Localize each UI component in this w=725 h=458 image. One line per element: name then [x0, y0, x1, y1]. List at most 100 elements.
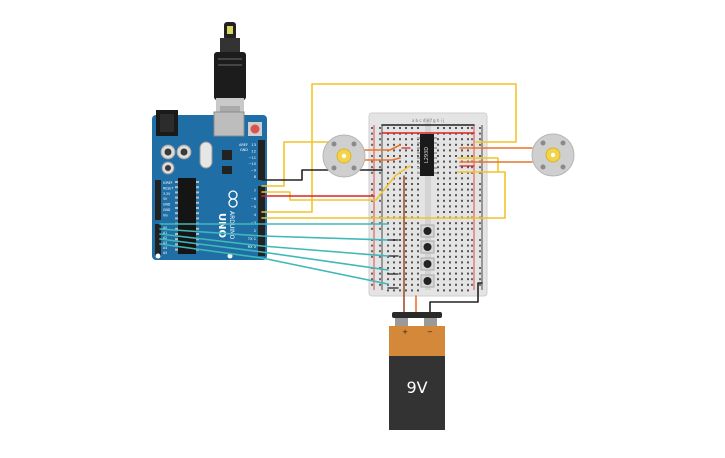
breadboard-hole[interactable]: [437, 255, 439, 258]
rail-hole[interactable]: [371, 244, 373, 247]
breadboard-hole[interactable]: [417, 289, 419, 292]
breadboard-hole[interactable]: [437, 239, 439, 241]
breadboard-hole[interactable]: [443, 255, 445, 258]
pushbutton-cap[interactable]: [423, 243, 432, 251]
breadboard-hole[interactable]: [437, 261, 439, 264]
breadboard-hole[interactable]: [417, 138, 419, 141]
breadboard-hole[interactable]: [461, 138, 463, 141]
breadboard-hole[interactable]: [399, 211, 401, 213]
breadboard-hole[interactable]: [443, 267, 445, 269]
breadboard-hole[interactable]: [443, 155, 445, 157]
breadboard-hole[interactable]: [417, 227, 419, 230]
breadboard-hole[interactable]: [467, 177, 469, 180]
breadboard-hole[interactable]: [399, 250, 401, 253]
breadboard-hole[interactable]: [461, 283, 463, 286]
breadboard-hole[interactable]: [387, 244, 389, 247]
rail-hole[interactable]: [379, 255, 381, 258]
breadboard-hole[interactable]: [443, 160, 445, 163]
rail-hole[interactable]: [471, 155, 473, 157]
rail-hole[interactable]: [479, 239, 481, 241]
breadboard-hole[interactable]: [393, 166, 395, 169]
breadboard-hole[interactable]: [417, 205, 419, 208]
breadboard-hole[interactable]: [455, 239, 457, 241]
rail-hole[interactable]: [479, 255, 481, 258]
breadboard-hole[interactable]: [467, 166, 469, 169]
rail-hole[interactable]: [379, 278, 381, 281]
rail-hole[interactable]: [471, 283, 473, 286]
breadboard-hole[interactable]: [417, 278, 419, 281]
breadboard-hole[interactable]: [449, 272, 451, 275]
breadboard-hole[interactable]: [455, 177, 457, 180]
wire-yellow-right-jumper[interactable]: [457, 157, 499, 173]
rail-hole[interactable]: [479, 211, 481, 213]
breadboard-hole[interactable]: [393, 267, 395, 269]
breadboard-hole[interactable]: [399, 267, 401, 269]
breadboard-hole[interactable]: [449, 205, 451, 208]
breadboard-hole[interactable]: [387, 127, 389, 129]
pushbutton-cap[interactable]: [423, 260, 432, 268]
rail-hole[interactable]: [379, 211, 381, 213]
breadboard-hole[interactable]: [455, 160, 457, 163]
dc-motor-left[interactable]: [322, 134, 366, 178]
breadboard-hole[interactable]: [393, 171, 395, 174]
breadboard-hole[interactable]: [449, 255, 451, 258]
breadboard-hole[interactable]: [443, 227, 445, 230]
breadboard-hole[interactable]: [461, 149, 463, 152]
breadboard-hole[interactable]: [393, 250, 395, 253]
breadboard-hole[interactable]: [405, 199, 407, 202]
rail-hole[interactable]: [371, 132, 373, 135]
breadboard-hole[interactable]: [393, 205, 395, 208]
digital-header-upper[interactable]: [258, 140, 265, 180]
breadboard-hole[interactable]: [461, 255, 463, 258]
breadboard-hole[interactable]: [461, 143, 463, 146]
breadboard-hole[interactable]: [399, 239, 401, 241]
breadboard-hole[interactable]: [411, 222, 413, 225]
breadboard-hole[interactable]: [399, 194, 401, 197]
breadboard-hole[interactable]: [411, 211, 413, 213]
breadboard-hole[interactable]: [399, 149, 401, 152]
breadboard-hole[interactable]: [467, 272, 469, 275]
breadboard-hole[interactable]: [393, 160, 395, 163]
breadboard-hole[interactable]: [411, 244, 413, 247]
breadboard-hole[interactable]: [467, 222, 469, 225]
breadboard-hole[interactable]: [411, 143, 413, 146]
breadboard-hole[interactable]: [443, 283, 445, 286]
wire-teal-signal[interactable]: [159, 233, 389, 257]
breadboard-hole[interactable]: [437, 278, 439, 281]
breadboard-hole[interactable]: [393, 222, 395, 225]
breadboard-hole[interactable]: [461, 199, 463, 202]
breadboard-hole[interactable]: [449, 149, 451, 152]
breadboard-hole[interactable]: [387, 188, 389, 191]
breadboard-hole[interactable]: [449, 283, 451, 286]
breadboard-hole[interactable]: [387, 205, 389, 208]
breadboard-hole[interactable]: [405, 278, 407, 281]
breadboard-hole[interactable]: [405, 205, 407, 208]
breadboard-hole[interactable]: [387, 160, 389, 163]
breadboard-hole[interactable]: [455, 283, 457, 286]
breadboard-hole[interactable]: [405, 227, 407, 230]
breadboard-hole[interactable]: [411, 272, 413, 275]
breadboard-hole[interactable]: [405, 166, 407, 169]
breadboard-hole[interactable]: [443, 250, 445, 253]
breadboard-hole[interactable]: [411, 205, 413, 208]
breadboard-hole[interactable]: [455, 138, 457, 141]
rail-hole[interactable]: [371, 143, 373, 146]
breadboard-hole[interactable]: [467, 211, 469, 213]
rail-hole[interactable]: [479, 222, 481, 225]
rail-hole[interactable]: [371, 278, 373, 281]
rail-hole[interactable]: [379, 138, 381, 141]
breadboard-hole[interactable]: [449, 239, 451, 241]
rail-hole[interactable]: [479, 166, 481, 169]
rail-hole[interactable]: [371, 171, 373, 174]
breadboard-hole[interactable]: [461, 127, 463, 129]
breadboard-hole[interactable]: [393, 155, 395, 157]
breadboard-hole[interactable]: [393, 283, 395, 286]
breadboard-hole[interactable]: [399, 272, 401, 275]
rail-hole[interactable]: [479, 127, 481, 129]
breadboard-hole[interactable]: [449, 261, 451, 264]
breadboard-hole[interactable]: [437, 227, 439, 230]
rail-hole[interactable]: [471, 138, 473, 141]
breadboard-hole[interactable]: [437, 267, 439, 269]
breadboard-hole[interactable]: [399, 261, 401, 264]
breadboard-hole[interactable]: [393, 289, 395, 292]
